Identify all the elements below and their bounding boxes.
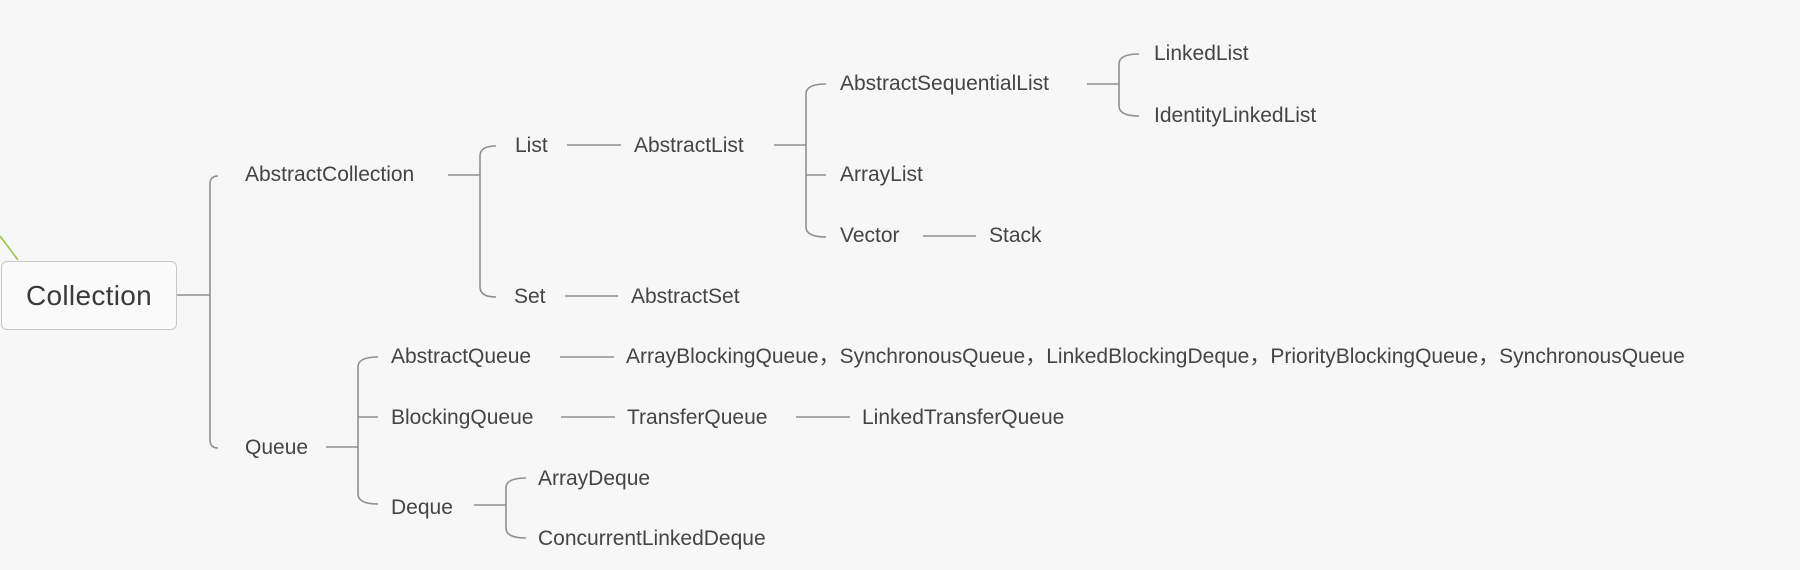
- node-array-deque[interactable]: ArrayDeque: [538, 467, 651, 490]
- node-linked-transfer-queue[interactable]: LinkedTransferQueue: [862, 406, 1065, 429]
- connector-queue-children: [357, 356, 379, 505]
- node-transfer-queue[interactable]: TransferQueue: [627, 406, 768, 429]
- connector-deque-children: [505, 477, 527, 539]
- node-identity-linked-list[interactable]: IdentityLinkedList: [1154, 104, 1317, 127]
- node-abstract-collection[interactable]: AbstractCollection: [245, 163, 415, 186]
- node-set[interactable]: Set: [514, 285, 546, 308]
- node-deque[interactable]: Deque: [391, 496, 453, 519]
- node-abstract-list[interactable]: AbstractList: [634, 134, 744, 157]
- node-stack[interactable]: Stack: [989, 224, 1042, 247]
- connector-collection-children: [209, 175, 219, 449]
- node-abstract-queue-impls[interactable]: ArrayBlockingQueue，SynchronousQueue，Link…: [626, 345, 1685, 368]
- node-abstract-set[interactable]: AbstractSet: [631, 285, 740, 308]
- node-abstract-sequential-list[interactable]: AbstractSequentialList: [840, 72, 1049, 95]
- node-vector[interactable]: Vector: [840, 224, 900, 247]
- node-linked-list[interactable]: LinkedList: [1154, 42, 1249, 65]
- connector-abstractsequentiallist-children: [1118, 53, 1140, 117]
- node-queue[interactable]: Queue: [245, 436, 309, 459]
- root-node-collection[interactable]: Collection: [1, 261, 177, 330]
- node-concurrent-linked-deque[interactable]: ConcurrentLinkedDeque: [538, 527, 766, 550]
- connector-abstractcollection-children: [479, 145, 497, 298]
- node-list[interactable]: List: [515, 134, 548, 157]
- parent-branch-line: [0, 235, 19, 261]
- node-blocking-queue[interactable]: BlockingQueue: [391, 406, 534, 429]
- node-array-list[interactable]: ArrayList: [840, 163, 923, 186]
- node-abstract-queue[interactable]: AbstractQueue: [391, 345, 532, 368]
- connector-abstractlist-children: [805, 83, 827, 238]
